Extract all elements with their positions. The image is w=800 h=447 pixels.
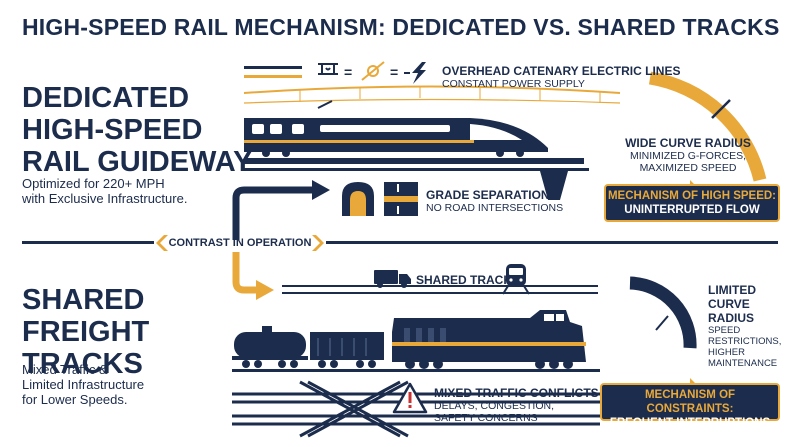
mixed-traffic-heading: MIXED TRAFFIC CONFLICTS — [434, 386, 599, 400]
dedicated-title: DEDICATED HIGH-SPEED RAIL GUIDEWAY — [22, 82, 252, 178]
grade-separation-callout: GRADE SEPARATION NO ROAD INTERSECTIONS — [426, 188, 563, 214]
limited-curve-subtext: MAINTENANCE — [708, 358, 778, 369]
catenary-legend-lines — [244, 66, 302, 78]
shared-track-label: SHARED TRACK — [416, 273, 512, 287]
mechanism-constraints-label: MECHANISM OF CONSTRAINTS: — [644, 389, 736, 415]
limited-curve-callout: LIMITED CURVE RADIUS SPEED RESTRICTIONS,… — [708, 283, 781, 369]
connector-arrow-dedicated — [232, 180, 330, 240]
warning-icon — [392, 382, 428, 414]
limited-curve-gauge — [629, 276, 697, 349]
insulator-icon — [361, 61, 385, 81]
equals-sign: = — [344, 64, 352, 80]
elevated-guideway — [244, 158, 589, 200]
freight-rails — [232, 369, 600, 372]
dedicated-subtitle: Optimized for 220+ MPH with Exclusive In… — [22, 176, 187, 206]
contrast-label-text: CONTRAST IN OPERATION — [168, 237, 312, 249]
road-overpass-icon — [384, 182, 418, 216]
section-divider — [22, 241, 778, 244]
page-title: HIGH-SPEED RAIL MECHANISM: DEDICATED VS.… — [22, 14, 780, 40]
shared-subtitle-line: Limited Infrastructure — [22, 377, 145, 392]
catenary-subtext: CONSTANT POWER SUPPLY — [442, 78, 585, 90]
contrast-label: CONTRAST IN OPERATION — [160, 235, 320, 251]
wide-curve-callout: WIDE CURVE RADIUS MINIMIZED G-FORCES, MA… — [598, 136, 778, 174]
catenary-callout: OVERHEAD CATENARY ELECTRIC LINES CONSTAN… — [442, 64, 680, 90]
equals-sign: = — [390, 64, 398, 80]
tunnel-icon — [342, 182, 374, 216]
limited-curve-subtext: HIGHER — [708, 347, 745, 358]
mechanism-constraints-box: MECHANISM OF CONSTRAINTS: FREQUENT INTER… — [600, 383, 780, 429]
wide-curve-heading: WIDE CURVE RADIUS — [625, 136, 751, 150]
mechanism-high-speed-box: MECHANISM OF HIGH SPEED: UNINTERRUPTED F… — [604, 184, 780, 222]
mechanism-constraints-value: FREQUENT INTERRUPTIONS — [609, 417, 771, 429]
mechanism-high-speed-value: UNINTERRUPTED FLOW — [624, 204, 760, 216]
limited-curve-subtext: RESTRICTIONS, — [708, 336, 782, 347]
dedicated-subtitle-line: Optimized for 220+ MPH — [22, 176, 165, 191]
dedicated-title-line: HIGH-SPEED — [22, 114, 203, 146]
lightning-icon — [404, 62, 426, 84]
shared-track-lines — [282, 285, 598, 294]
shared-subtitle-line: for Lower Speeds. — [22, 392, 128, 407]
dedicated-title-line: DEDICATED — [22, 82, 190, 114]
dedicated-title-line: RAIL GUIDEWAY — [22, 146, 253, 178]
shared-subtitle-line: Mixed Traffic & — [22, 362, 108, 377]
limited-curve-heading: LIMITED — [708, 283, 756, 297]
shared-title-line: SHARED — [22, 284, 145, 316]
limited-curve-heading: RADIUS — [708, 311, 755, 325]
shared-title: SHARED FREIGHT TRACKS — [22, 284, 149, 380]
connector-arrow-shared — [232, 252, 274, 300]
catenary-heading: OVERHEAD CATENARY ELECTRIC LINES — [442, 64, 681, 78]
shared-subtitle: Mixed Traffic & Limited Infrastructure f… — [22, 362, 144, 407]
shared-title-line: FREIGHT — [22, 316, 150, 348]
train-front-icon — [502, 264, 530, 295]
mixed-traffic-subtext: SAFETY CONCERNS — [434, 412, 538, 424]
grade-separation-subtext: NO ROAD INTERSECTIONS — [426, 202, 564, 214]
freight-train — [232, 310, 586, 369]
speed-gauge-icon — [648, 71, 767, 182]
shared-title-line: TRACKS — [22, 348, 143, 380]
grade-separation-heading: GRADE SEPARATION — [426, 188, 550, 202]
limited-curve-heading: CURVE — [708, 297, 750, 311]
high-speed-train — [244, 100, 548, 157]
wide-curve-subtext: MINIMIZED G-FORCES, — [629, 150, 747, 162]
contrast-chevrons — [156, 235, 324, 251]
wide-curve-subtext: MAXIMIZED SPEED — [639, 162, 737, 174]
limited-curve-subtext: SPEED — [708, 325, 741, 336]
catenary-overhead-wire — [243, 85, 621, 104]
mixed-traffic-subtext: DELAYS, CONGESTION, — [434, 400, 554, 412]
truck-icon — [374, 270, 411, 288]
catenary-wire-icon — [318, 63, 338, 75]
mechanism-high-speed-label: MECHANISM OF HIGH SPEED: — [607, 190, 777, 202]
dedicated-subtitle-line: with Exclusive Infrastructure. — [22, 191, 188, 206]
mixed-traffic-callout: MIXED TRAFFIC CONFLICTS DELAYS, CONGESTI… — [434, 386, 599, 424]
